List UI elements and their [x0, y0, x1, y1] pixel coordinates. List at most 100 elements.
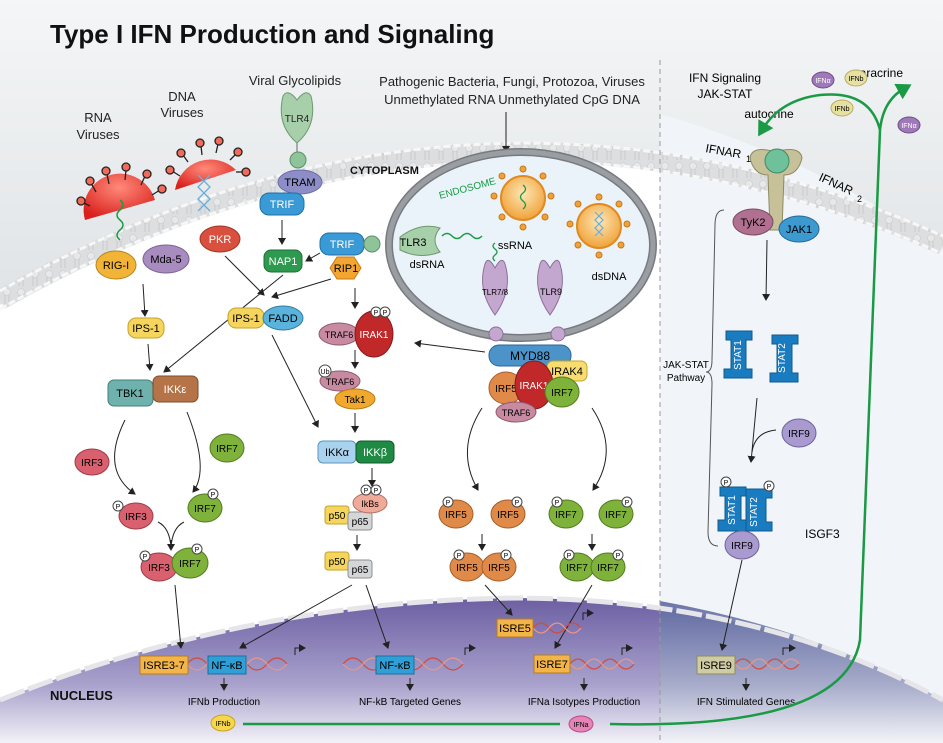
svg-text:P: P	[143, 554, 148, 561]
dna-helix-3	[532, 609, 594, 634]
isre7-promoter: ISRE7	[533, 654, 571, 674]
nuclear-envelope	[0, 595, 943, 703]
svg-text:P: P	[116, 504, 121, 511]
nfkb-dimer: p50 p65	[324, 551, 373, 579]
tlr3-receptor: TLR3 dsRNA	[399, 225, 483, 271]
ub-traf6-tak1-complex: TRAF6 Ub Tak1	[318, 364, 376, 410]
jak1-label: JAK1	[786, 224, 812, 236]
nfkb-promoter-2: NF-κB	[375, 655, 415, 675]
isre37-promoter: ISRE3-7	[139, 655, 189, 675]
ips1-fadd-complex: IPS-1 FADD	[227, 305, 304, 331]
ikkb-label: IKKβ	[363, 447, 387, 459]
traf6-irak1-complex: TRAF6 IRAK1 P P	[318, 306, 394, 358]
phospho-irf5-1: P IRF5	[438, 496, 474, 529]
stat2-protein: STAT2	[769, 334, 799, 383]
dna-helix-4	[569, 644, 635, 670]
phospho-irf7: P IRF7	[187, 488, 223, 523]
pkr-protein: PKR	[199, 225, 241, 253]
isre7-label: ISRE7	[536, 659, 568, 671]
nfkb-genes-label: NF-kB Targeted Genes	[359, 697, 461, 708]
irf3-p-label: IRF3	[125, 512, 147, 523]
irf7-label: IRF7	[216, 444, 238, 455]
phospho-irf5-2: P IRF5	[490, 496, 526, 529]
rig-i-protein: RIG-I	[95, 250, 137, 280]
svg-text:P: P	[195, 547, 200, 554]
viral-glycolipids-label: Viral Glycolipids	[249, 73, 342, 88]
svg-text:IFNb: IFNb	[215, 721, 230, 728]
trif-protein: TRIF	[259, 192, 305, 216]
svg-text:IFNb: IFNb	[834, 106, 849, 113]
p65-label: p65	[352, 517, 369, 528]
svg-text:IFNα: IFNα	[901, 123, 916, 130]
isre37-label: ISRE3-7	[143, 660, 185, 672]
fadd-label: FADD	[268, 313, 297, 325]
irf7-p-label: IRF7	[194, 504, 216, 515]
ifnb-molecule-1: IFNb	[844, 69, 868, 87]
svg-text:IRF5: IRF5	[488, 563, 510, 574]
dsrna-label: dsRNA	[410, 259, 446, 271]
svg-text:IRF5: IRF5	[445, 510, 467, 521]
isre5-promoter: ISRE5	[496, 618, 534, 638]
isre5-label: ISRE5	[499, 623, 531, 635]
tram-label: TRAM	[284, 177, 315, 189]
stat1-label: STAT1	[733, 340, 744, 370]
nfkb-ikbs-complex: p50 p65 IkBs P P	[324, 484, 388, 531]
nap1-protein: NAP1	[263, 249, 303, 273]
ifnb-secreted: IFNb	[210, 714, 236, 732]
irf7-dimer-label: IRF7	[179, 559, 201, 570]
irf9-label: IRF9	[788, 429, 810, 440]
isre9-label: ISRE9	[700, 660, 732, 672]
ifnar2-subscript: 2	[857, 194, 862, 204]
endosome: ENDOSOME	[385, 148, 657, 342]
svg-text:P: P	[457, 553, 462, 560]
dna-helix-5	[734, 644, 800, 670]
rna-viruses-label-1: RNA	[84, 110, 112, 125]
tlr4-label: TLR4	[285, 114, 310, 125]
unmethylated-label: Unmethylated RNA Unmethylated CpG DNA	[384, 92, 640, 107]
irf3-label: IRF3	[81, 458, 103, 469]
trif-rip1-complex: TRIF RIP1	[319, 232, 381, 280]
svg-text:P: P	[616, 553, 621, 560]
svg-text:P: P	[446, 500, 451, 507]
ifna-molecule-1: IFNα	[811, 71, 835, 89]
irf7-complex-label: IRF7	[551, 388, 573, 399]
svg-text:IRF7: IRF7	[555, 510, 577, 521]
irf5-dimer: P P IRF5 IRF5	[449, 549, 517, 582]
ifnar-receptor: IFNAR 1 IFNAR 2	[704, 141, 862, 231]
mda5-protein: Mda-5	[142, 244, 190, 274]
ub-label: Ub	[321, 369, 330, 376]
jak-stat-pathway-label-2: Pathway	[667, 373, 705, 384]
ips1-label-2: IPS-1	[232, 313, 260, 325]
svg-text:P: P	[383, 310, 388, 317]
svg-text:P: P	[211, 492, 216, 499]
tlr4-tir-domain	[289, 151, 307, 169]
svg-text:P: P	[515, 500, 520, 507]
ifnb-production-label: IFNb Production	[188, 697, 260, 708]
dna-viruses-label-2: Viruses	[160, 105, 204, 120]
myd88-label: MYD88	[510, 349, 550, 363]
svg-text:P: P	[724, 480, 729, 487]
isgf3-complex: STAT1 STAT2 P P IRF9	[717, 476, 775, 560]
irak4-label: IRAK4	[551, 366, 583, 378]
svg-text:P: P	[504, 553, 509, 560]
rna-viruses-label-2: Viruses	[76, 127, 120, 142]
ikbs-label: IkBs	[361, 499, 379, 509]
tlr78-receptor: TLR7/8	[482, 242, 509, 342]
jak-stat-label: JAK-STAT	[698, 87, 754, 101]
dsdna-label: dsDNA	[592, 271, 628, 283]
ips1-label: IPS-1	[132, 323, 160, 335]
dna-virus	[165, 136, 251, 212]
nfkb-label-2: NF-κB	[379, 660, 410, 672]
diagram-title: Type I IFN Production and Signaling	[50, 19, 494, 49]
tyk2-label: TyK2	[740, 217, 765, 229]
stat1-protein: STAT1	[723, 330, 753, 379]
tlr9-label: TLR9	[540, 287, 562, 297]
phospho-irf7-1: P IRF7	[548, 496, 584, 529]
ikka-label: IKKα	[325, 447, 350, 459]
cytoplasm-label: CYTOPLASM	[350, 165, 419, 177]
nfkb-promoter-1: NF-κB	[207, 655, 247, 675]
isre9-promoter: ISRE9	[696, 655, 736, 675]
irf9-protein: IRF9	[781, 418, 817, 448]
tlr78-label: TLR7/8	[482, 288, 509, 297]
mda5-label: Mda-5	[150, 254, 181, 266]
